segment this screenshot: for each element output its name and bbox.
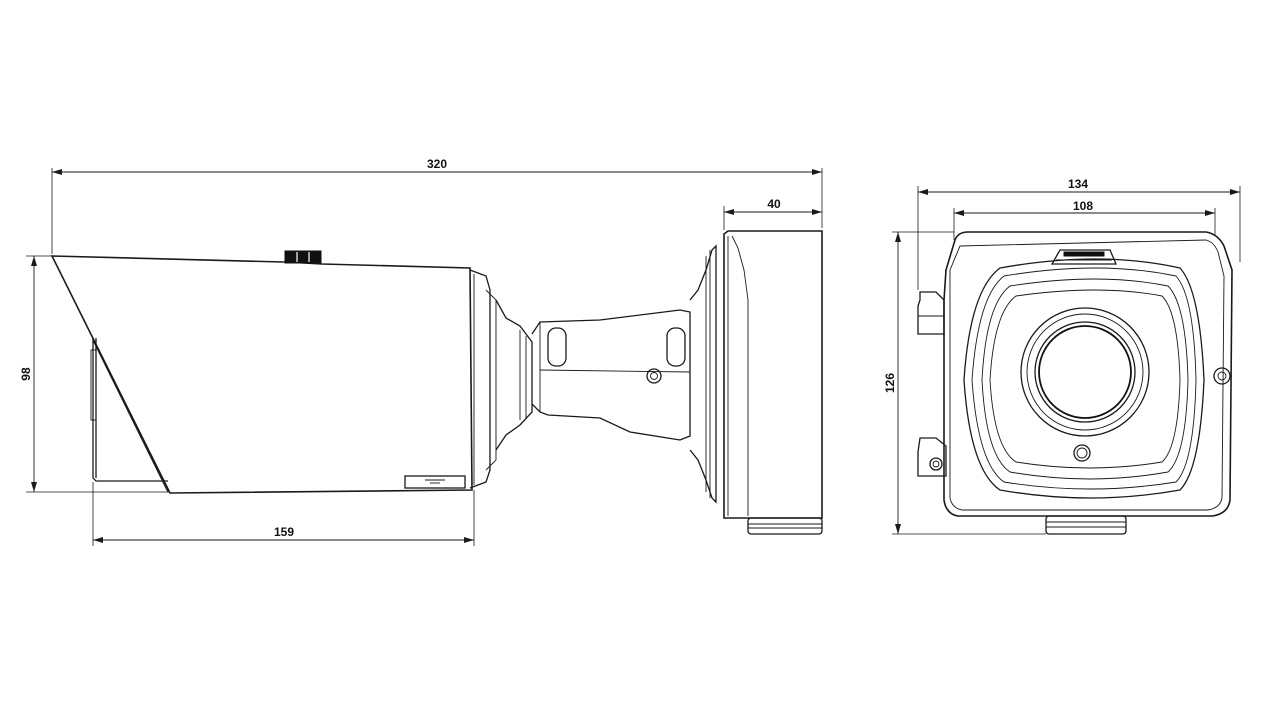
top-connector — [284, 250, 322, 264]
dim-front-height: 126 — [883, 373, 897, 393]
front-bezel — [963, 258, 1205, 499]
sunshield-outline — [50, 255, 473, 494]
dim-housing-height: 98 — [19, 367, 33, 381]
dim-mount-depth: 40 — [767, 197, 781, 211]
dim-housing-length: 159 — [274, 525, 294, 539]
front-shield-outer — [943, 231, 1233, 517]
mount-flange — [689, 244, 717, 504]
front-lens-inner — [1038, 325, 1132, 419]
front-lens-outer — [1020, 307, 1150, 437]
dim-front-width-inner: 108 — [1073, 199, 1093, 213]
front-view: 134 108 126 — [883, 177, 1241, 535]
housing-lower — [92, 338, 168, 482]
dim-front-width-outer: 134 — [1068, 177, 1088, 191]
mount-base — [723, 230, 823, 519]
side-view: 320 40 98 159 — [19, 157, 823, 546]
dim-overall-length: 320 — [427, 157, 447, 171]
bracket-arm — [531, 309, 691, 441]
bracket-joint — [495, 299, 533, 451]
rear-cap — [469, 269, 491, 489]
